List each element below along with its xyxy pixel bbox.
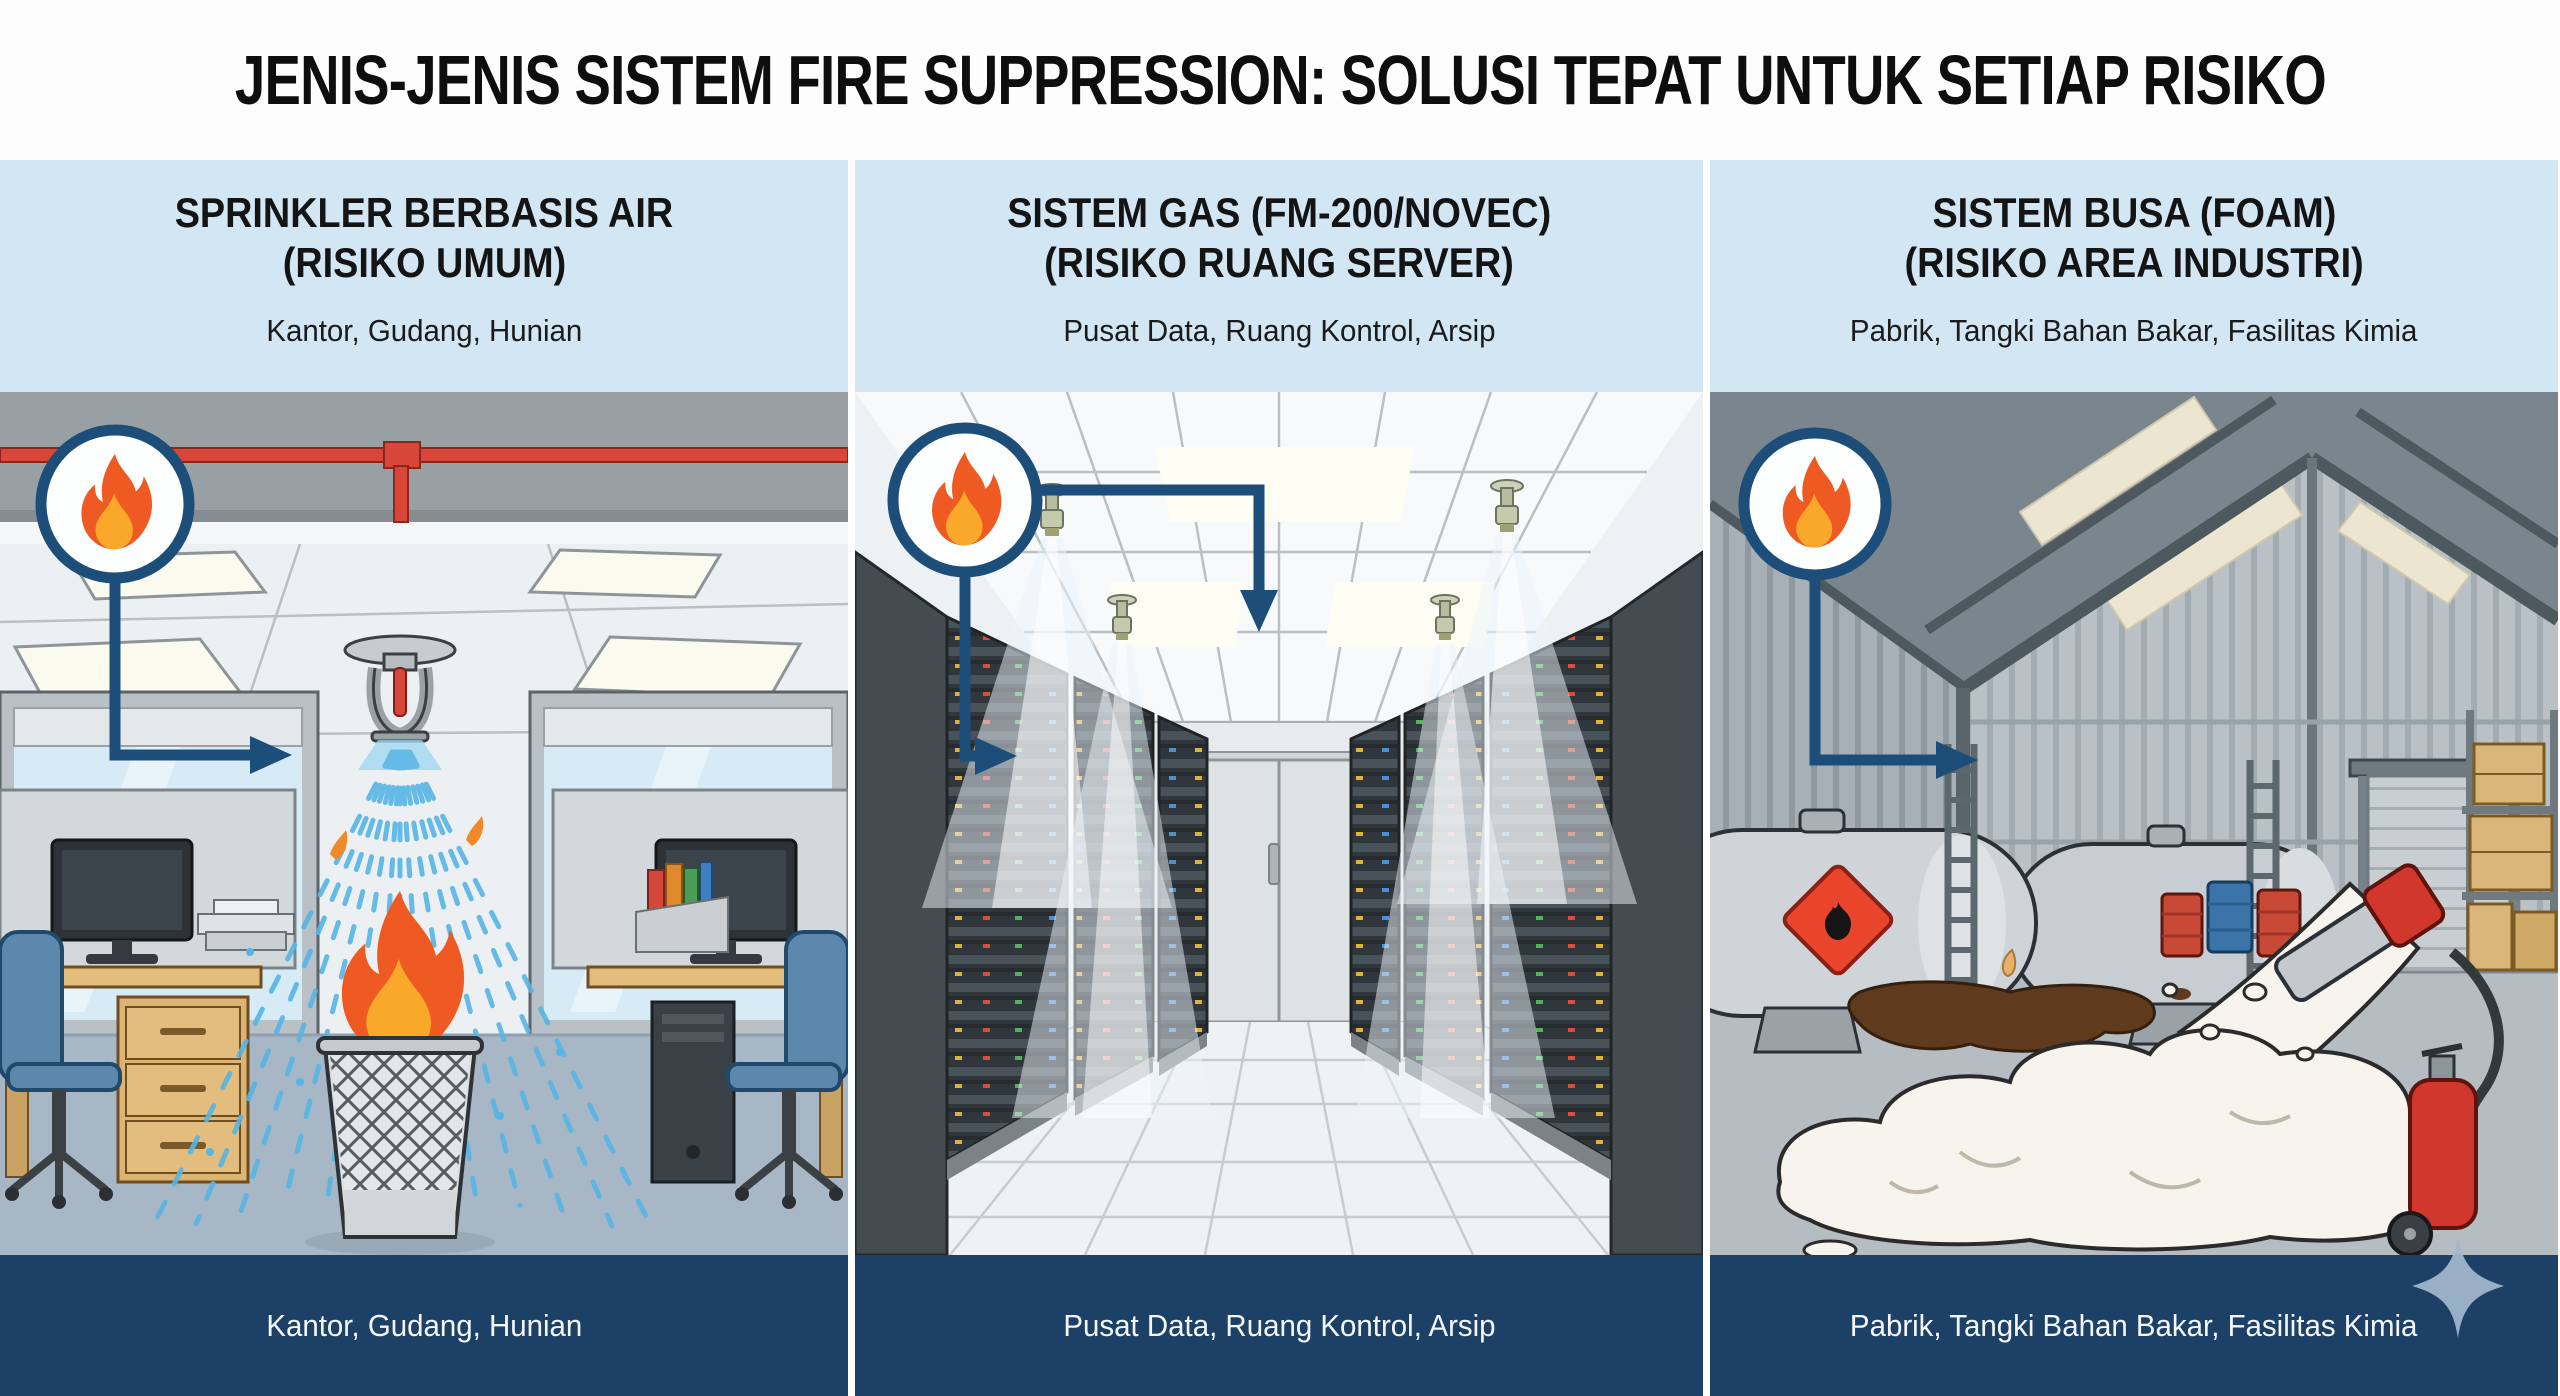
panel-foam-footer-label: Pabrik, Tangki Bahan Bakar, Fasilitas Ki… <box>1850 1307 2418 1343</box>
fire-risk-icon <box>35 424 195 584</box>
panel-sprinkler-footer-label: Kantor, Gudang, Hunian <box>265 1307 582 1343</box>
panel-gas-heading-line2: (RISIKO RUANG SERVER) <box>1044 239 1514 287</box>
sprinkler-head <box>343 634 457 743</box>
panel-foam-heading-line2: (RISIKO AREA INDUSTRI) <box>1904 239 2364 287</box>
infographic-title-bar: JENIS-JENIS SISTEM FIRE SUPPRESSION: SOL… <box>0 0 2560 160</box>
connector-arrow <box>1809 574 1978 779</box>
panel-sprinkler-footer: Kantor, Gudang, Hunian <box>0 1255 848 1396</box>
server-room-door <box>1194 751 1364 1024</box>
panel-sprinkler-heading-line2: (RISIKO UMUM) <box>282 239 566 287</box>
office-sprinkler-illustration <box>0 392 848 1255</box>
skylights <box>2018 395 2472 632</box>
server-room-illustration <box>855 392 1703 1255</box>
sparkle-watermark-icon <box>2412 1236 2504 1338</box>
panel-sprinkler-heading-line1: SPRINKLER BERBASIS AIR <box>174 189 674 236</box>
page-title: JENIS-JENIS SISTEM FIRE SUPPRESSION: SOL… <box>234 41 2326 119</box>
panel-foam-header: SISTEM BUSA (FOAM) (RISIKO AREA INDUSTRI… <box>1710 160 2558 392</box>
industrial-foam-illustration <box>1710 392 2558 1255</box>
panel-gas-header: SISTEM GAS (FM-200/NOVEC) (RISIKO RUANG … <box>855 160 1703 392</box>
panel-gas-scene <box>855 392 1703 1255</box>
fire-risk-icon <box>1738 427 1892 581</box>
flammable-hazard-sign <box>1782 864 1894 976</box>
panel-foam-heading-line1: SISTEM BUSA (FOAM) <box>1932 189 2336 236</box>
panel-foam-subtitle: Pabrik, Tangki Bahan Bakar, Fasilitas Ki… <box>1850 312 2418 348</box>
panel-sprinkler: SPRINKLER BERBASIS AIR (RISIKO UMUM) Kan… <box>0 160 848 1396</box>
panel-gas-footer: Pusat Data, Ruang Kontrol, Arsip <box>855 1255 1703 1396</box>
office-chair-left <box>0 930 122 1209</box>
fire-risk-icon <box>887 422 1043 578</box>
foam-cannon <box>2274 863 2504 1255</box>
panel-gas-heading-line1: SISTEM GAS (FM-200/NOVEC) <box>1007 189 1551 236</box>
panel-foam: SISTEM BUSA (FOAM) (RISIKO AREA INDUSTRI… <box>1710 160 2558 1396</box>
sprinkler-pipe <box>0 441 848 523</box>
panel-sprinkler-scene <box>0 392 848 1255</box>
gas-nozzles <box>922 479 1637 1118</box>
office-chair-right <box>726 930 848 1209</box>
fuel-spill <box>1847 948 2191 1053</box>
storage-boxes <box>2462 710 2558 972</box>
roof <box>1710 392 2558 688</box>
panel-sprinkler-header: SPRINKLER BERBASIS AIR (RISIKO UMUM) Kan… <box>0 160 848 392</box>
panel-gas: SISTEM GAS (FM-200/NOVEC) (RISIKO RUANG … <box>855 160 1703 1396</box>
panel-sprinkler-subtitle: Kantor, Gudang, Hunian <box>265 312 582 348</box>
panel-row: SPRINKLER BERBASIS AIR (RISIKO UMUM) Kan… <box>0 160 2560 1396</box>
trash-can-fire <box>305 816 495 1255</box>
water-droplets <box>206 948 564 1156</box>
panel-gas-subtitle: Pusat Data, Ruang Kontrol, Arsip <box>1062 312 1496 348</box>
ceiling-light-panels <box>12 548 803 704</box>
connector-arrow <box>109 575 292 774</box>
desk-right <box>586 838 844 1184</box>
connector-arrow-right <box>959 570 1017 775</box>
panel-gas-footer-label: Pusat Data, Ruang Kontrol, Arsip <box>1062 1307 1496 1343</box>
panel-foam-scene <box>1710 392 2558 1255</box>
connector-arrow-down <box>1035 484 1278 632</box>
chemical-barrels <box>2160 880 2302 958</box>
panel-foam-footer: Pabrik, Tangki Bahan Bakar, Fasilitas Ki… <box>1710 1255 2558 1396</box>
